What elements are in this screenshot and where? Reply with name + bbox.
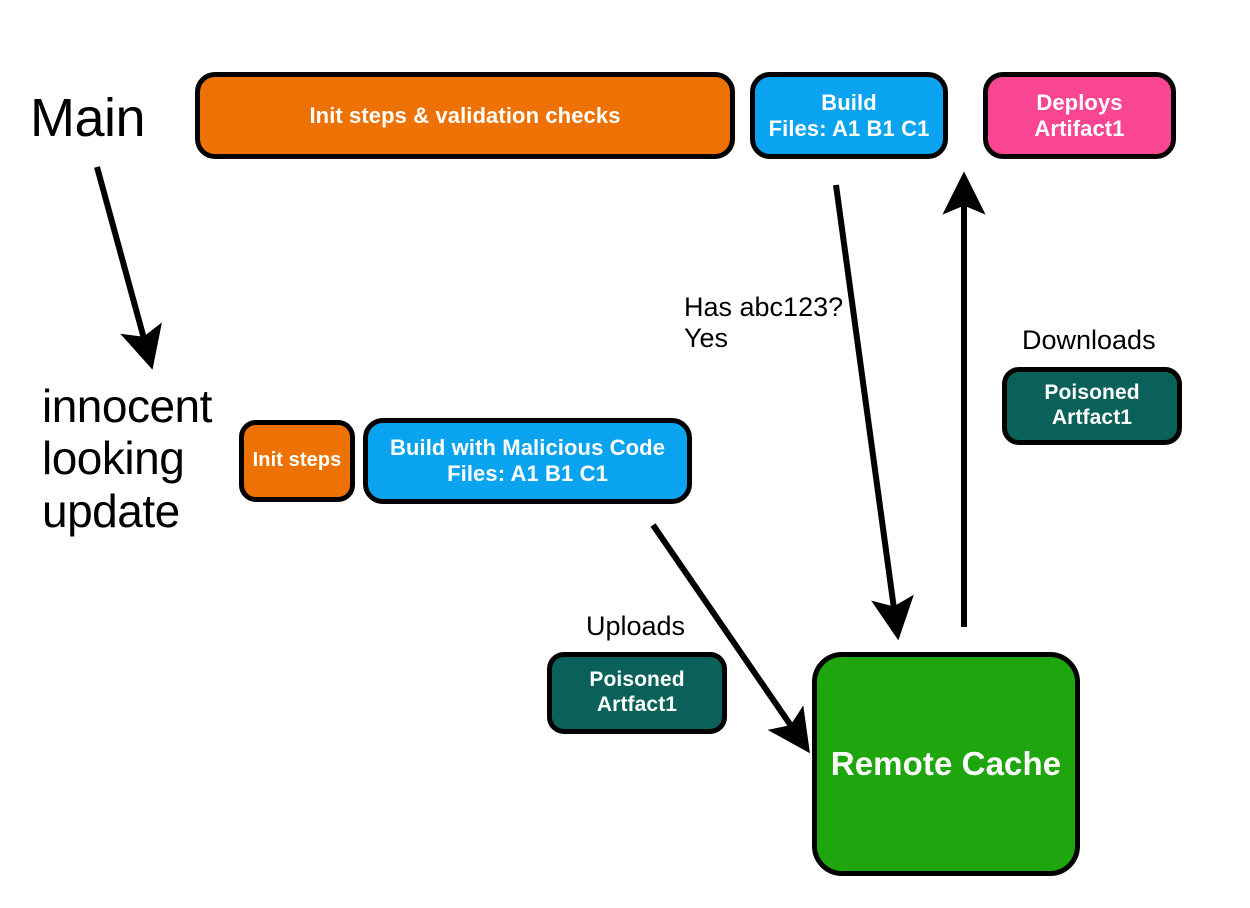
- edge-label-downloads: Downloads: [1022, 325, 1156, 355]
- node-label-line1: Init steps: [252, 449, 342, 472]
- node-label-line2: Artfact1: [1051, 406, 1133, 429]
- node-label-line1: Poisoned: [589, 668, 685, 692]
- branch-label-innocent-update: innocent looking update: [42, 380, 212, 537]
- node-label-line2: Artfact1: [596, 693, 678, 716]
- node-build-with-malicious-code[interactable]: Build with Malicious Code Files: A1 B1 C…: [363, 418, 692, 504]
- arrow-build-to-cache: [833, 184, 914, 641]
- node-label-line1: Build with Malicious Code: [389, 435, 666, 461]
- node-init-steps[interactable]: Init steps: [239, 420, 355, 502]
- node-label-line1: Remote Cache: [830, 744, 1062, 782]
- edge-label-uploads: Uploads: [586, 611, 686, 641]
- node-label-line1: Build: [821, 89, 877, 115]
- edge-label-has-abc123: Has abc123? Yes: [684, 292, 844, 353]
- arrow-main-to-update: [94, 166, 162, 370]
- node-deploys-artifact1[interactable]: Deploys Artifact1: [983, 72, 1176, 159]
- node-label-line2: Files: A1 B1 C1: [768, 115, 930, 141]
- node-poisoned-artifact-uploaded[interactable]: Poisoned Artfact1: [547, 652, 727, 734]
- node-init-steps-and-validation-checks[interactable]: Init steps & validation checks: [195, 72, 735, 159]
- branch-label-main: Main: [30, 88, 146, 148]
- node-label-line2: Files: A1 B1 C1: [447, 461, 608, 486]
- node-poisoned-artifact-downloaded[interactable]: Poisoned Artfact1: [1002, 367, 1182, 445]
- node-label-line1: Deploys: [1036, 89, 1123, 115]
- node-label-line1: Init steps & validation checks: [309, 102, 621, 128]
- node-build-main[interactable]: Build Files: A1 B1 C1: [750, 72, 948, 159]
- node-remote-cache[interactable]: Remote Cache: [812, 652, 1080, 876]
- node-label-line2: Artifact1: [1034, 115, 1125, 141]
- node-label-line1: Poisoned: [1044, 381, 1140, 405]
